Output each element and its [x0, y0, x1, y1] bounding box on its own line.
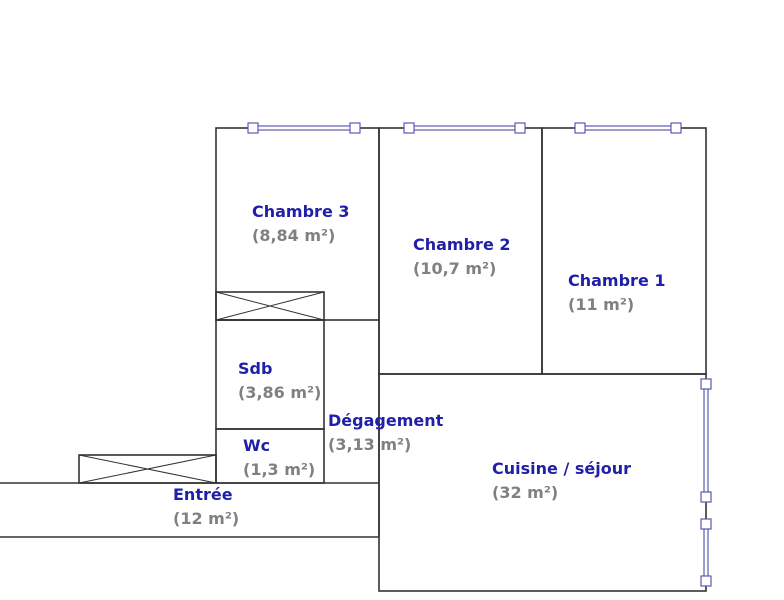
- room-degagement: Dégagement (3,13 m²): [328, 409, 443, 457]
- room-cuisine-sejour: Cuisine / séjour (32 m²): [492, 457, 631, 505]
- windows: [247, 122, 712, 587]
- window: [703, 383, 709, 498]
- room-area: (12 m²): [173, 509, 240, 528]
- window: [703, 523, 709, 582]
- room-area: (8,84 m²): [252, 226, 336, 245]
- room-name: Cuisine / séjour: [492, 459, 631, 478]
- room-name: Entrée: [173, 485, 233, 504]
- room-area: (10,7 m²): [413, 259, 497, 278]
- room-area: (11 m²): [568, 295, 635, 314]
- window: [408, 125, 521, 131]
- room-area: (3,13 m²): [328, 435, 412, 454]
- room-wc: Wc (1,3 m²): [243, 434, 315, 482]
- closet-upper: [215, 291, 325, 321]
- window: [579, 125, 677, 131]
- closet-entree: [78, 454, 217, 484]
- wall-chambre-1: [541, 127, 707, 375]
- room-area: (1,3 m²): [243, 460, 316, 479]
- room-area: (3,86 m²): [238, 383, 322, 402]
- room-name: Wc: [243, 436, 271, 455]
- room-name: Dégagement: [328, 411, 444, 430]
- room-entree: Entrée (12 m²): [173, 483, 239, 531]
- room-name: Chambre 1: [568, 271, 666, 290]
- room-sdb: Sdb (3,86 m²): [238, 357, 321, 405]
- room-name: Chambre 2: [413, 235, 511, 254]
- window: [252, 125, 356, 131]
- room-name: Sdb: [238, 359, 273, 378]
- room-chambre-2: Chambre 2 (10,7 m²): [413, 233, 511, 281]
- walls: [0, 127, 707, 592]
- room-chambre-3: Chambre 3 (8,84 m²): [252, 200, 350, 248]
- room-chambre-1: Chambre 1 (11 m²): [568, 269, 666, 317]
- room-name: Chambre 3: [252, 202, 350, 221]
- room-area: (32 m²): [492, 483, 559, 502]
